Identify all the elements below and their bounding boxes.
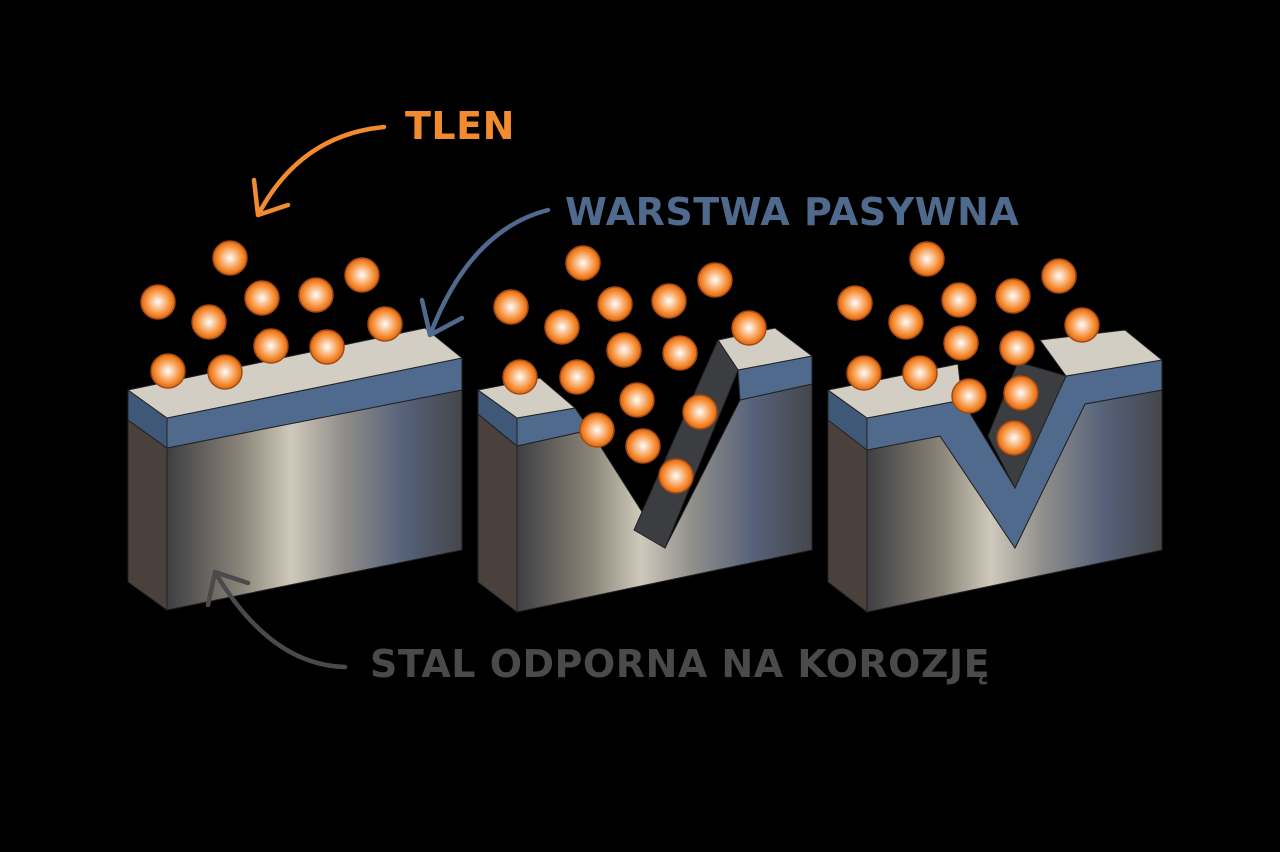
oxygen-label: TLEN	[405, 104, 515, 148]
passive-layer-label: WARSTWA PASYWNA	[565, 190, 1020, 234]
panel-scratched	[476, 327, 814, 614]
steel-label: STAL ODPORNA NA KOROZJĘ	[370, 642, 991, 686]
oxygen-molecules	[140, 240, 1100, 494]
oxygen-arrow-icon	[251, 124, 387, 218]
passive-layer-arrow-icon	[419, 207, 551, 338]
panel-intact	[126, 327, 464, 611]
steel-arrow-icon	[205, 569, 348, 670]
